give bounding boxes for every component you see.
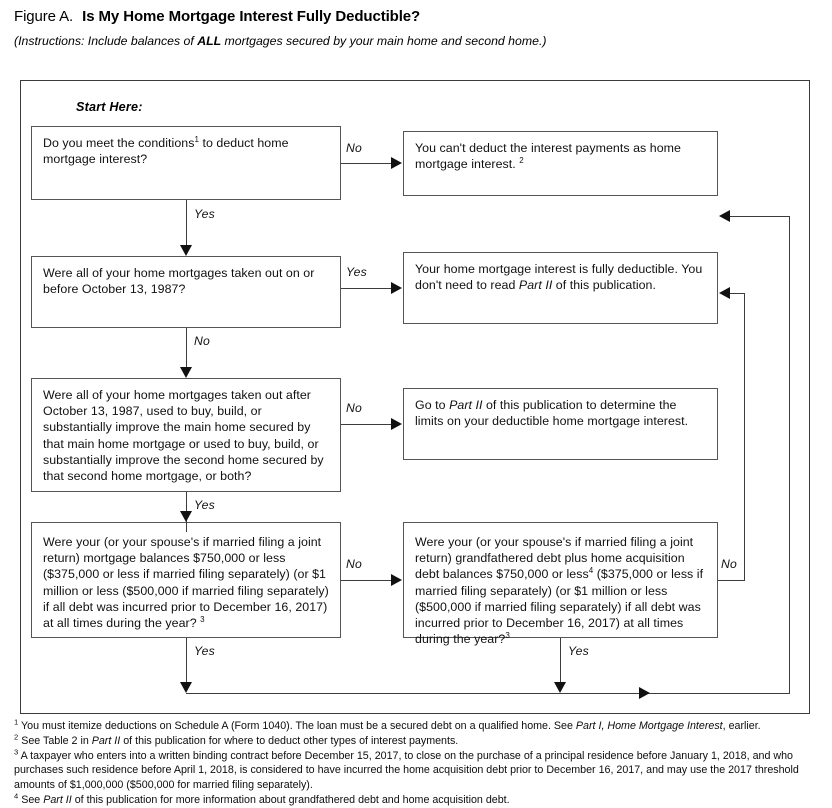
arrowhead-q4-no — [391, 574, 402, 586]
connector-bus-into-a2 — [730, 216, 790, 218]
label-q3-no: No — [346, 401, 362, 415]
footnote-4-pre: See — [21, 793, 44, 806]
arrowhead-q4-yes — [179, 682, 192, 693]
arrowhead-q3-yes — [179, 511, 192, 522]
page-title: Is My Home Mortgage Interest Fully Deduc… — [82, 8, 421, 25]
q5-text-seg2: ($375,000 or less if married filing sepa… — [415, 567, 704, 647]
figure-label: Figure A. — [14, 8, 74, 25]
connector-q2-no — [186, 328, 188, 368]
footnote-1-italic: Part I, Home Mortgage Interest — [575, 720, 723, 732]
connector-q5-yes — [560, 638, 562, 689]
footnotes-list: 1 You must itemize deductions on Schedul… — [14, 717, 818, 807]
footnote-3-pre: A taxpayer who enters into a written bin… — [14, 749, 799, 791]
label-q5-no: No — [721, 557, 737, 571]
connector-q4-yes — [186, 638, 188, 689]
q5-text-seg1: Were your (or your spouse's if married f… — [415, 535, 694, 582]
a2-part-ii-ref: Part II — [518, 278, 553, 293]
q5-footnote-ref-4: 4 — [588, 566, 594, 576]
label-q1-yes: Yes — [194, 207, 215, 221]
label-q4-no: No — [346, 557, 362, 571]
footnote-3-number: 3 — [14, 747, 19, 757]
footnote-2-pre: See Table 2 in — [21, 734, 92, 747]
footnote-1-number: 1 — [14, 717, 19, 727]
cannot-deduct-result-box: You can't deduct the interest payments a… — [403, 131, 718, 196]
figure-header: Figure A. Is My Home Mortgage Interest Fu… — [14, 8, 814, 48]
connector-bus-up — [789, 216, 791, 694]
label-q2-yes: Yes — [346, 265, 367, 279]
arrowhead-q5-yes — [553, 682, 566, 693]
taken-out-before-1987-box: Were all of your home mortgages taken ou… — [31, 256, 341, 328]
footnote-4-italic: Part II — [43, 793, 72, 806]
connector-q1-no — [341, 163, 392, 165]
footnote-2: 2 See Table 2 in Part II of this publica… — [14, 732, 818, 748]
mortgage-balances-box: Were your (or your spouse's if married f… — [31, 522, 341, 638]
connector-q2-yes — [341, 288, 392, 290]
connector-q5-no-out — [718, 580, 745, 582]
q4-footnote-ref: 3 — [200, 614, 205, 624]
arrowhead-q3-no — [391, 418, 402, 430]
arrowhead-q5-no — [719, 287, 730, 299]
label-q4-yes: Yes — [194, 644, 215, 658]
q1-text-pre: Do you meet the conditions — [43, 136, 195, 150]
footnote-2-italic: Part II — [91, 734, 121, 747]
flowchart-frame: Start Here: Do you meet the conditions1 … — [20, 80, 810, 714]
instructions-emphasis: ALL — [197, 34, 222, 48]
arrowhead-bottom-bus — [639, 687, 650, 699]
connector-bottom-bus — [186, 693, 790, 695]
connector-q3-no — [341, 424, 392, 426]
a3-text-pre: Go to — [415, 398, 450, 412]
footnote-4: 4 See Part II of this publication for mo… — [14, 790, 818, 807]
figure-instructions: (Instructions: Include balances of ALL m… — [14, 34, 814, 48]
figure-title-line: Figure A. Is My Home Mortgage Interest Fu… — [14, 8, 814, 25]
a2-text-post: of this publication. — [552, 278, 656, 293]
footnote-2-post: of this publication for where to deduct … — [120, 734, 459, 747]
conditions-question-box: Do you meet the conditions1 to deduct ho… — [31, 126, 341, 200]
q5-footnote-ref-3: 3 — [505, 631, 510, 641]
connector-q5-no-up — [744, 293, 746, 581]
instructions-pre: (Instructions: Include balances of — [14, 34, 198, 48]
q3-text: Were all of your home mortgages taken ou… — [43, 388, 324, 484]
a1-text: You can't deduct the interest payments a… — [415, 141, 681, 172]
connector-q1-yes — [186, 200, 188, 246]
a3-text-post: of this publication to determine the lim… — [415, 398, 689, 429]
label-q5-yes: Yes — [568, 644, 589, 658]
grandfathered-debt-box: Were your (or your spouse's if married f… — [403, 522, 718, 646]
connector-q4-no — [341, 580, 392, 582]
instructions-post: mortgages secured by your main home and … — [221, 34, 547, 48]
q1-footnote-ref: 1 — [194, 134, 199, 144]
footnote-3: 3 A taxpayer who enters into a written b… — [14, 747, 818, 792]
q2-text: Were all of your home mortgages taken ou… — [43, 266, 315, 297]
arrowhead-q1-yes — [179, 245, 192, 256]
footnote-4-post: of this publication for more information… — [71, 793, 510, 806]
footnote-1-post: , earlier. — [722, 720, 761, 732]
label-q1-no: No — [346, 141, 362, 155]
q4-text: Were your (or your spouse's if married f… — [43, 535, 329, 631]
a2-text-pre: Your home mortgage interest is fully ded… — [415, 262, 703, 293]
footnote-1: 1 You must itemize deductions on Schedul… — [14, 717, 818, 733]
arrowhead-q1-no — [391, 157, 402, 169]
footnote-2-number: 2 — [14, 732, 19, 742]
footnote-4-number: 4 — [14, 790, 19, 800]
start-here-label: Start Here: — [76, 100, 143, 114]
footnote-1-pre: You must itemize deductions on Schedule … — [21, 720, 576, 732]
label-q3-yes: Yes — [194, 498, 215, 512]
label-q2-no: No — [194, 334, 210, 348]
connector-q5-no-in — [730, 293, 745, 295]
fully-deductible-result-box: Your home mortgage interest is fully ded… — [403, 252, 718, 324]
used-to-buy-build-improve-box: Were all of your home mortgages taken ou… — [31, 378, 341, 492]
arrowhead-q2-yes — [391, 282, 402, 294]
a3-part-ii-ref: Part II — [449, 398, 483, 412]
a1-footnote-ref: 2 — [519, 156, 524, 166]
q1-text-post: to deduct home mortgage interest? — [43, 136, 289, 167]
arrowhead-q2-no — [179, 367, 192, 378]
arrowhead-bus-into-a2 — [719, 210, 730, 222]
go-to-part-ii-result-box: Go to Part II of this publication to det… — [403, 388, 718, 460]
